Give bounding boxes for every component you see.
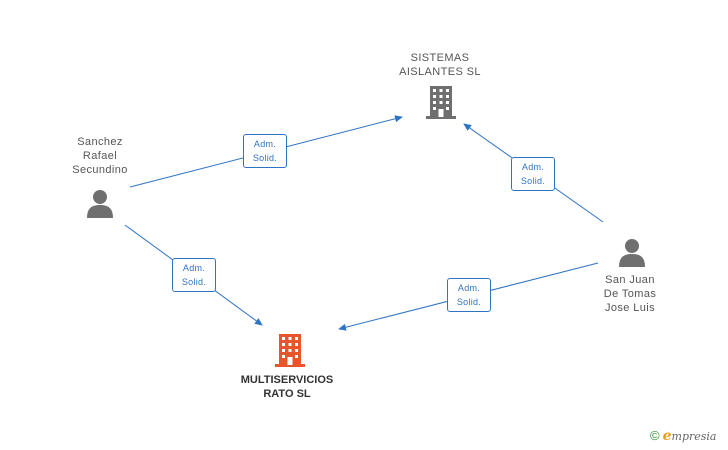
building-icon [275,334,305,367]
copyright-symbol: © [650,428,660,443]
person-name-line: Sanchez [77,136,123,148]
role-text: Adm. [182,263,206,273]
role-text: Solid. [252,153,278,163]
empresia-watermark: ©empresia [650,428,716,446]
role-text: Solid. [456,297,482,307]
company-label-sistemas-aislantes[interactable]: SISTEMAS AISLANTES SL [380,51,500,79]
person-icon [87,190,113,218]
role-text: Solid. [181,277,207,287]
edge-label-sanjuan-multiservicios[interactable]: Adm. Solid. [447,278,491,312]
company-name-line: SISTEMAS [410,52,470,64]
company-name-line: MULTISERVICIOS [240,374,334,386]
person-name-line: Rafael [82,150,118,162]
role-text: Adm. [457,283,481,293]
person-label-sanchez[interactable]: Sanchez Rafael Secundino [55,135,145,177]
person-name-line: San Juan [605,274,655,286]
person-icon [619,239,645,267]
company-label-multiservicios-rato[interactable]: MULTISERVICIOS RATO SL [222,373,352,401]
person-name-line: Jose Luis [604,302,656,314]
brand-name: mpresia [671,430,717,443]
edge-label-sanjuan-sistemas[interactable]: Adm. Solid. [511,157,555,191]
role-text: Solid. [520,176,546,186]
edge-label-sanchez-sistemas[interactable]: Adm. Solid. [243,134,287,168]
person-name-line: De Tomas [603,288,657,300]
edge-label-sanchez-multiservicios[interactable]: Adm. Solid. [172,258,216,292]
role-text: Adm. [521,162,545,172]
person-label-san-juan[interactable]: San Juan De Tomas Jose Luis [585,273,675,315]
company-name-line: RATO SL [263,388,311,400]
person-name-line: Secundino [72,164,128,176]
role-text: Adm. [253,139,277,149]
building-icon [426,86,456,119]
brand-initial: e [662,428,672,444]
company-name-line: AISLANTES SL [399,66,481,78]
